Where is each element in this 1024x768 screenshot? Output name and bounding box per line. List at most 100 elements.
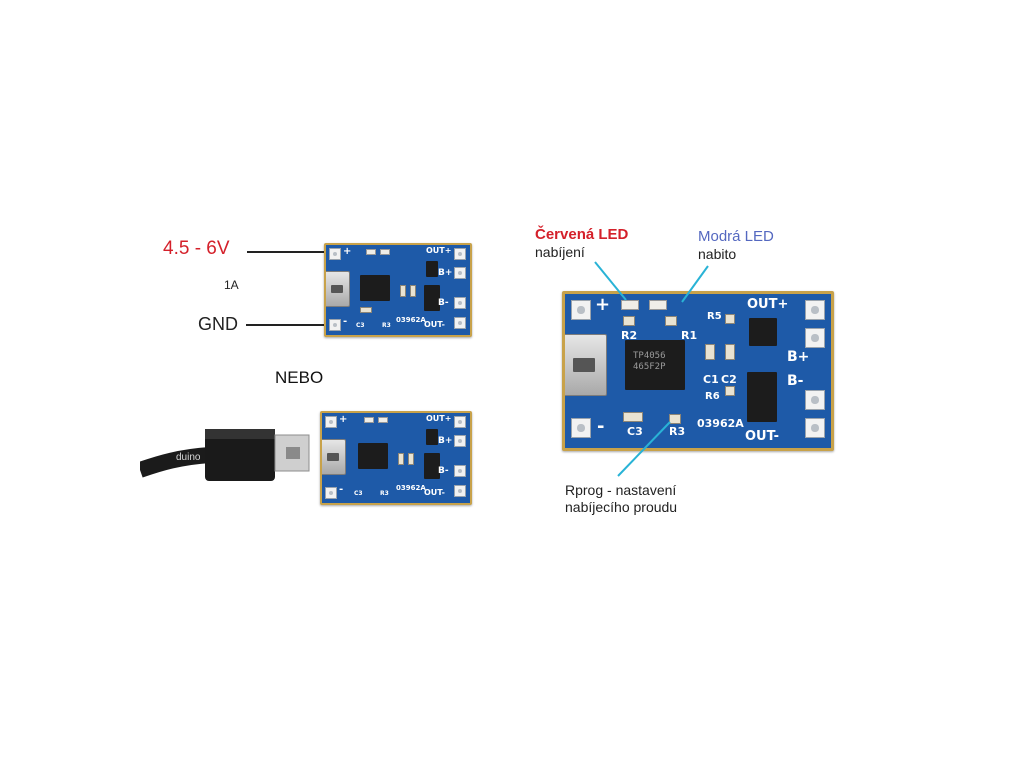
silk-code: 03962A	[396, 316, 426, 324]
silk-b-plus: B+	[787, 349, 810, 365]
pad-plus	[571, 300, 591, 320]
usb-connector	[326, 271, 350, 307]
pad-b-plus	[454, 435, 466, 447]
protection-ic	[747, 372, 777, 422]
gnd-label: GND	[198, 314, 238, 334]
pad-minus	[325, 487, 337, 499]
pad-b-minus	[805, 390, 825, 410]
red-led	[364, 417, 374, 423]
blue-led	[649, 300, 667, 310]
protection-ic	[424, 453, 440, 479]
silk-c3: C3	[356, 322, 365, 329]
charger-ic	[358, 443, 388, 469]
or-label: NEBO	[275, 368, 324, 387]
blue-led-title: Modrá LED	[698, 228, 774, 245]
charger-ic	[360, 275, 390, 301]
silk-out-plus: OUT+	[426, 246, 452, 255]
current-label: 1A	[224, 278, 239, 292]
resistor-r5	[725, 314, 735, 324]
silk-minus: -	[597, 416, 605, 437]
pad-out-minus	[805, 418, 825, 438]
silk-out-minus: OUT-	[424, 320, 445, 329]
capacitor	[410, 285, 416, 297]
silk-minus: -	[339, 484, 344, 495]
silk-b-plus: B+	[438, 268, 453, 278]
pad-out-plus	[454, 416, 466, 428]
tp4056-ic	[625, 340, 685, 390]
charger-board-small-bottom: + - OUT+ B+ B- OUT- 03962A C3 R3	[320, 411, 472, 505]
resistor-r2	[623, 316, 635, 326]
usb-cable	[140, 429, 310, 481]
silk-r3: R3	[669, 425, 686, 438]
silk-b-minus: B-	[438, 298, 449, 308]
blue-led-subtitle: nabito	[698, 246, 737, 262]
pad-minus	[571, 418, 591, 438]
cable-brand-text: duino	[176, 452, 201, 463]
capacitor	[398, 453, 404, 465]
capacitor-c1	[705, 344, 715, 360]
usb-connector	[565, 334, 607, 396]
resistor-r3-rprog	[669, 414, 681, 424]
chip-marking-line2: 465F2P	[633, 362, 666, 372]
pad-b-plus	[454, 267, 466, 279]
pad-b-minus	[454, 297, 466, 309]
red-led	[366, 249, 376, 255]
resistor-r1	[665, 316, 677, 326]
silk-plus: +	[595, 294, 611, 315]
red-led-title: Červená LED	[535, 226, 629, 243]
silk-plus: +	[339, 414, 348, 425]
chip-marking-line1: TP4056	[633, 351, 666, 361]
blue-led	[380, 249, 390, 255]
silk-b-minus: B-	[438, 466, 449, 476]
pad-out-minus	[454, 485, 466, 497]
pad-minus	[329, 319, 341, 331]
dual-mosfet	[426, 429, 438, 445]
capacitor-c3	[623, 412, 643, 422]
red-led-pointer	[594, 261, 627, 301]
silk-r6: R6	[705, 391, 720, 402]
pad-b-plus	[805, 328, 825, 348]
silk-out-plus: OUT+	[747, 297, 789, 312]
capacitor	[408, 453, 414, 465]
silk-r1: R1	[681, 329, 698, 342]
silk-c2: C2	[721, 373, 737, 386]
gnd-lead-line	[246, 324, 328, 326]
silk-minus: -	[343, 316, 348, 327]
pad-out-minus	[454, 317, 466, 329]
silk-c1: C1	[703, 373, 719, 386]
dual-mosfet	[426, 261, 438, 277]
charger-board-large: TP4056 465F2P + - OUT+ B+ B- OUT- 03962A…	[562, 291, 834, 451]
silk-code: 03962A	[396, 484, 426, 492]
silk-c3: C3	[627, 425, 643, 438]
capacitor-c2	[725, 344, 735, 360]
pad-plus	[325, 416, 337, 428]
silk-plus: +	[343, 246, 352, 257]
voltage-label: 4.5 - 6V	[163, 238, 230, 259]
silk-code: 03962A	[697, 417, 744, 430]
silk-out-minus: OUT-	[745, 429, 779, 444]
red-led	[621, 300, 639, 310]
rprog-label-line2: nabíjecího proudu	[565, 499, 678, 515]
silk-r3: R3	[380, 490, 389, 497]
capacitor	[400, 285, 406, 297]
protection-ic	[424, 285, 440, 311]
resistor	[360, 307, 372, 313]
silk-r3: R3	[382, 322, 391, 329]
silk-r5: R5	[707, 311, 722, 322]
silk-out-plus: OUT+	[426, 414, 452, 423]
silk-r2: R2	[621, 329, 638, 342]
charger-board-small-top: + - OUT+ B+ B- OUT- 03962A C3 R3	[324, 243, 472, 337]
pad-out-plus	[805, 300, 825, 320]
pad-plus	[329, 248, 341, 260]
silk-b-minus: B-	[787, 373, 804, 389]
pad-b-minus	[454, 465, 466, 477]
dual-mosfet	[749, 318, 777, 346]
pad-out-plus	[454, 248, 466, 260]
rprog-pointer	[617, 421, 671, 477]
blue-led-pointer	[681, 265, 709, 303]
usb-connector	[322, 439, 346, 475]
blue-led	[378, 417, 388, 423]
silk-b-plus: B+	[438, 436, 453, 446]
voltage-lead-line	[247, 251, 327, 253]
